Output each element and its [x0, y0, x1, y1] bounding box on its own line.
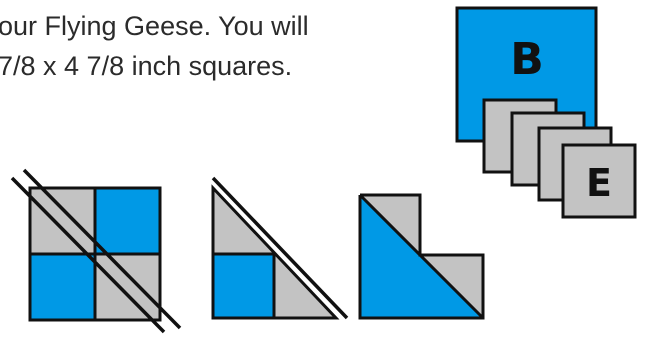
step1-four-patch	[12, 170, 180, 332]
triangle-blue-square	[213, 254, 274, 318]
step2-triangle-unit	[213, 178, 347, 318]
step3-pressed-unit	[360, 195, 483, 318]
large-square-label: B	[510, 34, 544, 85]
patch-top-right	[95, 188, 160, 254]
stacked-squares-illustration: B E	[457, 8, 635, 217]
patch-bottom-right	[95, 254, 160, 320]
small-square-label: E	[586, 161, 612, 205]
patch-bottom-left	[30, 254, 95, 320]
patch-top-left	[30, 188, 95, 254]
